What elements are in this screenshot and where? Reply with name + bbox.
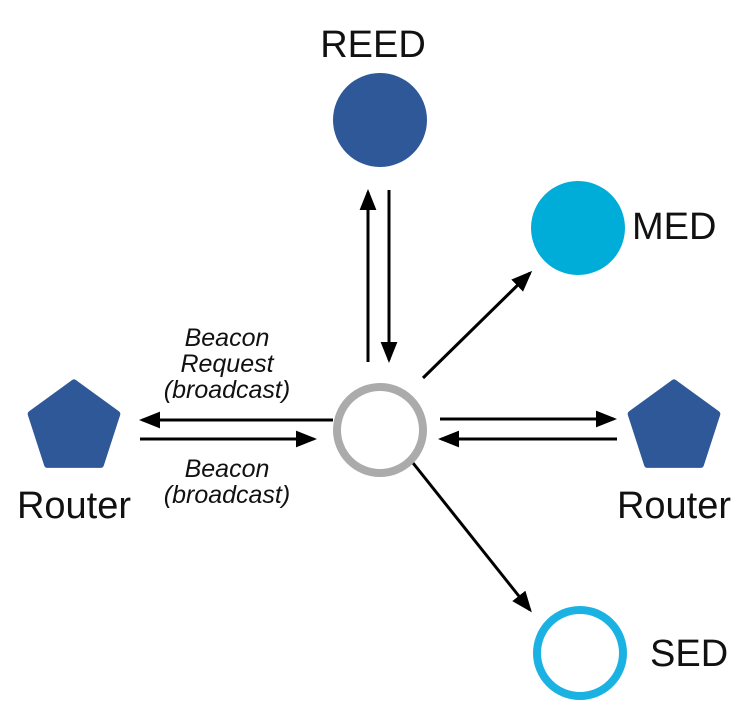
beacon-request-label-line3: (broadcast) [164,376,290,404]
med-label: MED [632,206,716,248]
router-right-label: Router [617,485,731,527]
beacon-label-line2: (broadcast) [164,481,290,509]
node-sed [533,606,627,700]
node-med [531,181,625,275]
arrow-joiner-to-sed [411,462,532,613]
node-reed [333,73,427,167]
beacon-request-label-line2: Request [180,350,274,378]
beacon-request-label-line1: Beacon [185,324,270,352]
beacon-label: Beacon (broadcast) [164,455,290,509]
beacon-label-line1: Beacon [185,455,270,483]
node-joiner [333,383,427,477]
node-router-right [627,379,721,468]
reed-label: REED [320,24,426,66]
node-router-left [27,379,121,468]
sed-label: SED [650,633,728,675]
router-left-label: Router [17,485,131,527]
beacon-request-label: Beacon Request (broadcast) [164,324,290,404]
arrow-joiner-to-med [421,270,533,380]
